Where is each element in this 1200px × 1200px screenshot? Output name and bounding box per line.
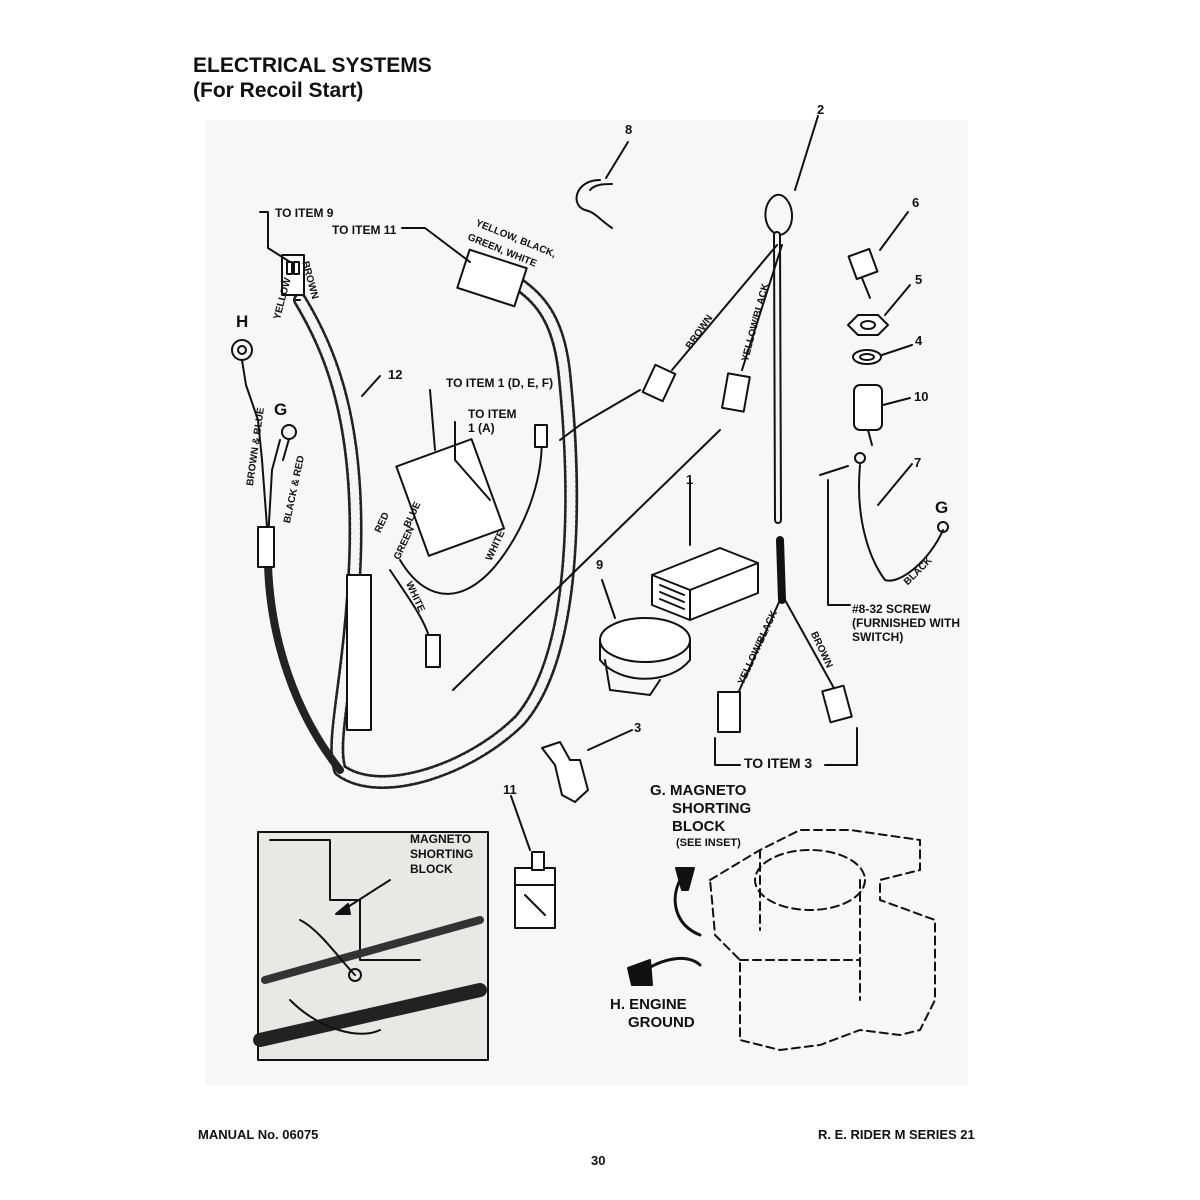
- callout-to-item-1a-line1: TO ITEM: [468, 407, 517, 421]
- engine-label-g-line2: SHORTING: [672, 800, 752, 817]
- callout-to-item-9: TO ITEM 9: [275, 206, 334, 220]
- connector-item1-def: [395, 438, 506, 557]
- nut-item5: [847, 314, 889, 336]
- callout-screw-line2: (FURNISHED WITH: [852, 616, 960, 630]
- part-number-8: 8: [625, 122, 633, 137]
- terminal-letter-g: G: [274, 400, 288, 419]
- connector-item11: [456, 248, 528, 308]
- callout-screw-line1: #8-32 SCREW: [852, 602, 931, 616]
- switch-item10: [853, 384, 883, 431]
- part-number-9: 9: [596, 557, 604, 572]
- inset-label-line3: BLOCK: [410, 862, 453, 876]
- inset-label-line2: SHORTING: [410, 847, 474, 861]
- washer-item4: [852, 349, 882, 365]
- part-number-1: 1: [686, 472, 694, 487]
- engine-label-g-line3: BLOCK: [672, 818, 726, 835]
- part-number-11: 11: [503, 782, 517, 797]
- engine-label-g-line1: G. MAGNETO: [650, 782, 747, 799]
- key-item6: [847, 247, 879, 281]
- bracket-item3: [541, 741, 589, 803]
- part-number-12: 12: [388, 367, 403, 382]
- clip-item8: [575, 179, 613, 229]
- inset-photo: [253, 831, 489, 1061]
- ring-terminal-h: [231, 339, 253, 361]
- part-number-6: 6: [912, 195, 920, 210]
- switch-harness: [764, 193, 793, 236]
- ring-terminal-g: [281, 424, 297, 440]
- part-number-2: 2: [817, 102, 825, 117]
- footer-page-number: 30: [591, 1153, 606, 1168]
- harness-branch: [263, 536, 344, 774]
- connector-item1: [651, 547, 759, 621]
- callout-to-item-11: TO ITEM 11: [332, 223, 397, 237]
- part-number-10: 10: [914, 389, 929, 404]
- callout-screw-line3: SWITCH): [852, 630, 904, 644]
- magneto-block-item11: [514, 851, 556, 929]
- callout-to-item-3: TO ITEM 3: [744, 755, 813, 771]
- engine-label-g-line4: (SEE INSET): [676, 837, 741, 849]
- part-number-5: 5: [915, 272, 923, 287]
- footer-manual: MANUAL No. 06075: [198, 1127, 319, 1142]
- engine-outline: [709, 829, 936, 1051]
- callout-to-item-1a-line2: 1 (A): [468, 421, 495, 435]
- part-number-7: 7: [914, 455, 922, 470]
- screw: [819, 465, 849, 476]
- page-subtitle: (For Recoil Start): [193, 79, 364, 102]
- engine-label-h-line1: H. ENGINE: [610, 996, 687, 1013]
- footer-series: R. E. RIDER M SERIES 21: [818, 1127, 975, 1142]
- terminal-letter-g-right: G: [935, 498, 949, 517]
- part-number-3: 3: [634, 720, 642, 735]
- page-title: ELECTRICAL SYSTEMS: [193, 54, 432, 77]
- engine-label-h-line2: GROUND: [628, 1014, 695, 1031]
- magneto-shorting-block-item9: [599, 617, 691, 696]
- callout-to-item-1-def: TO ITEM 1 (D, E, F): [446, 376, 554, 390]
- part-number-4: 4: [915, 333, 923, 348]
- inset-label-line1: MAGNETO: [410, 832, 472, 846]
- terminal-letter-h: H: [236, 312, 249, 331]
